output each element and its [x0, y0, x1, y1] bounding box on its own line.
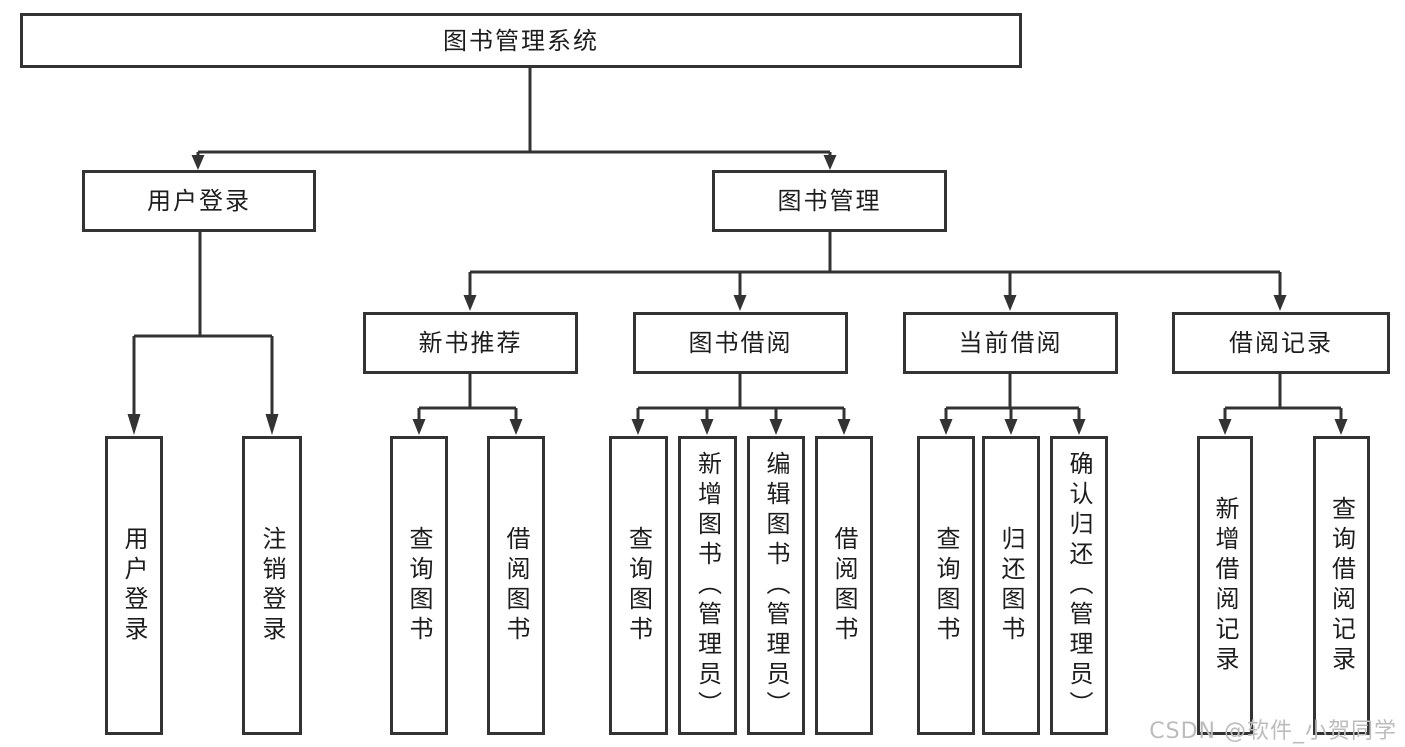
node-label: 确认归还（管理员）: [1065, 450, 1093, 721]
node-bb-query-books: 查询图书: [609, 436, 668, 735]
node-bb-add-books-admin: 新增图书（管理员）: [678, 436, 737, 735]
node-new-book-recommend: 新书推荐: [363, 312, 578, 374]
connector-borrow-record-children: [1218, 374, 1348, 435]
node-label: 当前借阅: [958, 329, 1063, 357]
watermark-text: CSDN @软件_小贺同学: [1149, 719, 1397, 744]
node-label: 用户登录: [120, 525, 148, 646]
node-label: 借阅图书: [502, 525, 530, 646]
node-label: 图书管理: [777, 187, 882, 215]
node-bb-edit-books-admin: 编辑图书（管理员）: [747, 436, 805, 735]
node-nb-query-books: 查询图书: [390, 436, 448, 735]
node-nb-borrow-books: 借阅图书: [487, 436, 545, 735]
node-label: 新增图书（管理员）: [693, 450, 722, 721]
node-book-borrowing: 图书借阅: [633, 312, 848, 374]
connector-book-borrow-children: [631, 374, 851, 435]
node-br-query-record: 查询借阅记录: [1313, 436, 1370, 735]
node-borrowing-records: 借阅记录: [1172, 312, 1390, 374]
node-label: 注销登录: [258, 525, 286, 646]
node-label: 新书推荐: [418, 329, 523, 357]
node-current-borrowing: 当前借阅: [903, 312, 1118, 374]
node-user-login-leaf: 用户登录: [105, 436, 163, 735]
node-br-add-record: 新增借阅记录: [1197, 436, 1253, 735]
connector-book-mgmt-children: [463, 232, 1287, 311]
node-label: 归还图书: [997, 525, 1025, 646]
connector-user-login-children: [127, 232, 279, 435]
node-label: 查询借阅记录: [1327, 495, 1356, 676]
node-logout: 注销登录: [242, 436, 302, 735]
node-label: 查询图书: [624, 525, 653, 646]
node-label: 用户登录: [147, 187, 251, 215]
node-cb-return-books: 归还图书: [982, 436, 1040, 735]
node-bb-borrow-books: 借阅图书: [815, 436, 873, 735]
node-label: 图书管理系统: [443, 26, 599, 55]
connector-new-book-children: [412, 374, 523, 435]
connector-root-to-branches: [191, 68, 837, 170]
node-label: 查询图书: [932, 525, 960, 646]
node-label: 查询图书: [405, 525, 433, 646]
connector-current-borrow-children: [939, 374, 1086, 435]
node-cb-query-books: 查询图书: [917, 436, 975, 735]
node-label: 借阅图书: [830, 525, 858, 646]
node-book-management: 图书管理: [712, 170, 947, 232]
node-label: 新增借阅记录: [1211, 495, 1239, 676]
node-label: 借阅记录: [1229, 329, 1333, 357]
node-cb-confirm-return-admin: 确认归还（管理员）: [1050, 436, 1108, 735]
node-label: 图书借阅: [688, 329, 793, 357]
node-user-login-branch: 用户登录: [82, 170, 316, 232]
node-library-system: 图书管理系统: [20, 13, 1022, 68]
node-label: 编辑图书（管理员）: [762, 450, 790, 721]
